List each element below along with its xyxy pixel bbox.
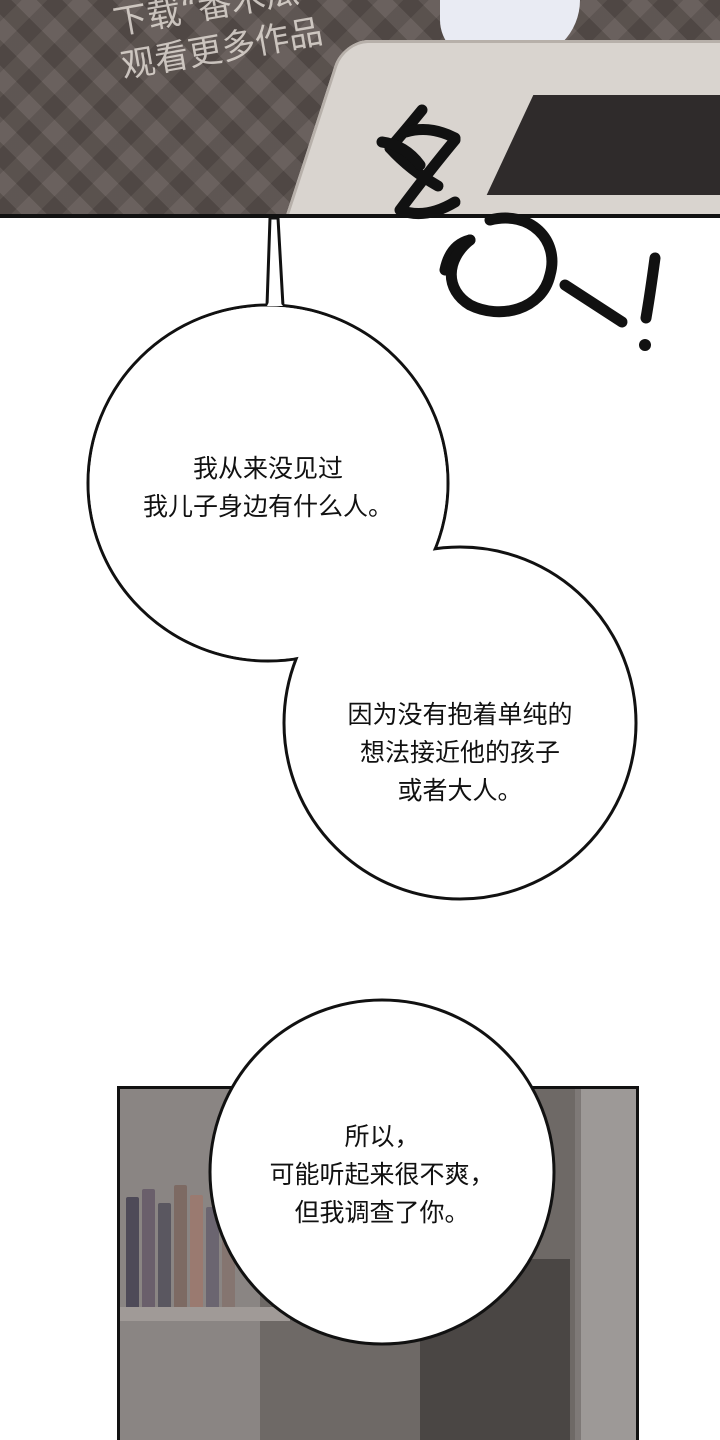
speech-bubble-2 xyxy=(282,545,638,901)
book xyxy=(126,1197,139,1307)
bubble-2-text: 因为没有抱着单纯的 想法接近他的孩子 或者大人。 xyxy=(347,700,573,805)
book xyxy=(190,1195,203,1307)
book xyxy=(206,1207,219,1307)
bubble-3-text: 所以， 可能听起来很不爽， 但我调查了你。 xyxy=(269,1122,495,1227)
book xyxy=(158,1203,171,1307)
sound-effect-lettering xyxy=(376,104,661,351)
bubble-1-text: 我从来没见过 我儿子身边有什么人。 xyxy=(142,454,393,521)
book xyxy=(174,1185,187,1307)
door-frame xyxy=(575,1089,636,1440)
shelf-board xyxy=(120,1307,290,1321)
top-scene-panel: 下载“番木瓜 观看更多作品 xyxy=(0,0,720,218)
panel-border xyxy=(0,214,720,218)
speech-bubble-3 xyxy=(208,998,556,1346)
book xyxy=(142,1189,155,1307)
